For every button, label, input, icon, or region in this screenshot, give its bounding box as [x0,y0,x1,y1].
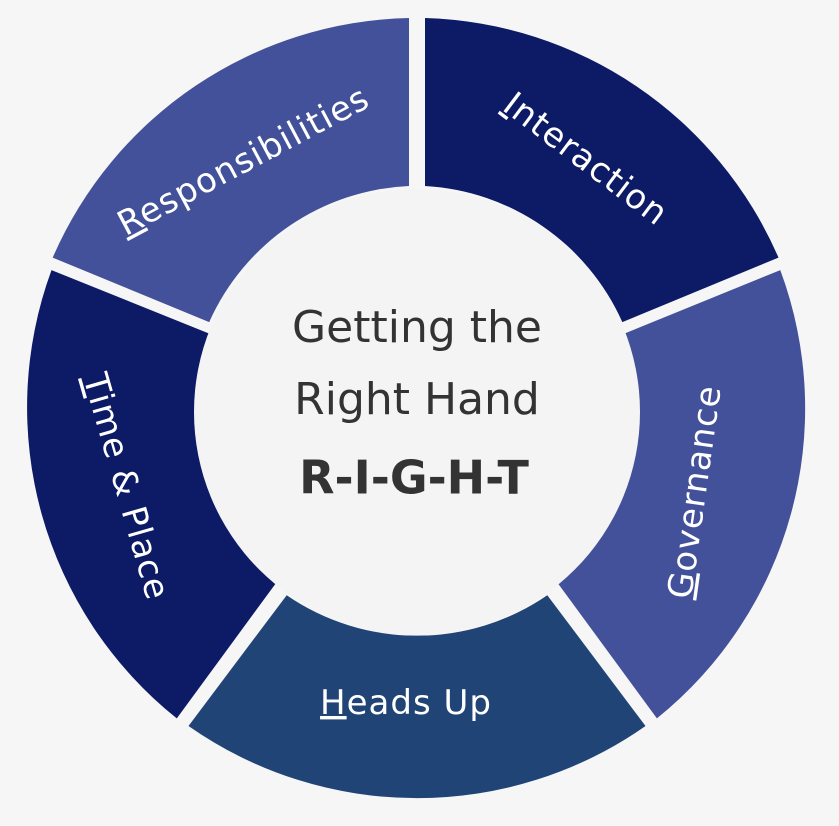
segment-governance: Governance [558,270,806,719]
segment-governance-initial: G [660,568,703,601]
segment-heads-up-initial: H [320,683,347,723]
segment-responsibilities-shape [52,18,409,323]
center-acronym: R-I-G-H-T [299,451,529,505]
segment-heads-up-text: eads Up [347,683,492,723]
center-title-line1: Getting the [292,302,542,353]
segment-time-place-shape [27,270,276,719]
segment-heads-up: Heads Up [188,595,646,799]
segment-time-place: Time & Place [27,270,276,719]
segment-heads-up-shape [188,595,646,799]
center-title-line2: Right Hand [294,374,540,425]
segment-governance-shape [558,270,806,719]
center-circle [194,189,640,635]
segment-interaction-shape [425,18,779,323]
segment-heads-up-label: Heads Up [320,683,492,723]
segment-responsibilities: Responsibilities [52,18,409,323]
segment-interaction: Interaction [425,18,779,323]
